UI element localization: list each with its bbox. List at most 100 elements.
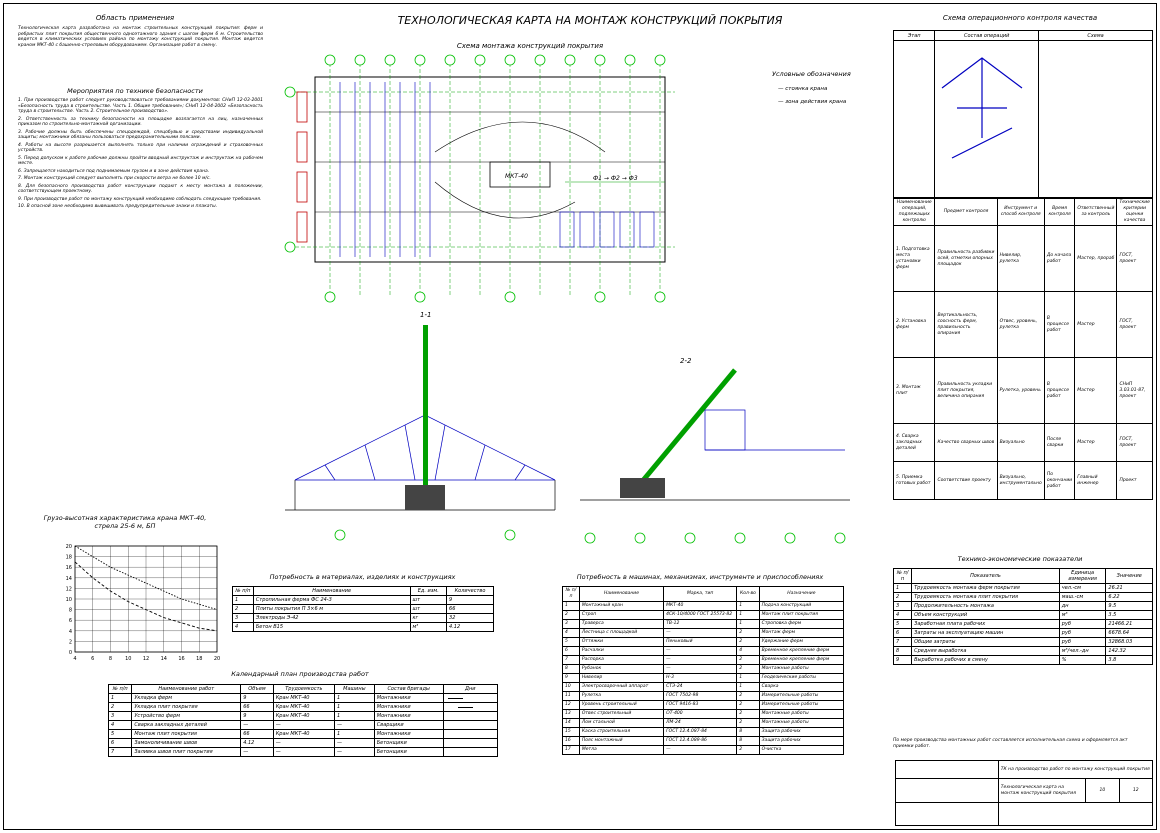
y-tick-label: 0 (69, 650, 72, 656)
col-header: Единица измерения (1058, 568, 1107, 584)
truss-node-diagram (942, 57, 1023, 159)
stamp-project: ТК на производство работ по монтажу конс… (997, 760, 1154, 779)
stamp-sheets: 12 (1118, 778, 1154, 803)
series-line (74, 545, 218, 611)
safety-heading: Мероприятия по технике безопасности (67, 87, 203, 95)
safety-item: 4. Работы на высоте разрешается выполнят… (18, 142, 263, 154)
col-header: Этап (892, 30, 936, 41)
scheme-plan: Ф1 → Ф2 → Ф3 МКТ-40 (284, 54, 675, 303)
calendar-table: № п/п Наименование работ Объем Трудоемко… (107, 684, 499, 757)
col-header: Состав операций (934, 30, 1040, 41)
safety-list: 1. При производстве работ следует руково… (18, 98, 263, 212)
x-tick-label: 12 (143, 656, 149, 662)
safety-item: 2. Ответственность за технику безопаснос… (18, 116, 263, 128)
materials-table: № п/п Наименование Ед. изм. Количество 1… (232, 586, 494, 632)
safety-item: 5. Перед допуском к работе рабочие должн… (18, 155, 263, 167)
section-1-1 (285, 325, 556, 541)
col-header: Состав бригады (373, 684, 444, 694)
legend-title: Условные обозначения (772, 70, 851, 78)
col-header: Значение (1105, 568, 1153, 584)
col-header: Наименование (578, 586, 665, 602)
y-tick-label: 14 (66, 576, 72, 582)
scheme-title: Схема монтажа конструкций покрытия (456, 42, 604, 50)
scheme-label: МКТ-40 (505, 173, 528, 180)
page-title: ТЕХНОЛОГИЧЕСКАЯ КАРТА НА МОНТАЖ КОНСТРУК… (397, 14, 783, 27)
col-header: Наименование операций, подлежащих контро… (892, 198, 936, 226)
section-2-2 (580, 368, 850, 544)
title-block: ТК на производство работ по монтажу конс… (895, 760, 1154, 826)
col-header: Наименование работ (131, 684, 242, 694)
general-heading: Область применения (95, 14, 175, 22)
col-header: Показатель (911, 568, 1060, 584)
y-tick-label: 8 (69, 608, 72, 614)
legend-item: — зона действия крана (778, 99, 847, 105)
safety-item: 1. При производстве работ следует руково… (18, 98, 263, 114)
machines-title: Потребность в машинах, механизмах, инстр… (576, 573, 824, 581)
col-header: Предмет контроля (934, 198, 998, 226)
y-tick-label: 10 (66, 597, 72, 603)
col-header: Назначение (758, 586, 845, 602)
col-header: № п/п (107, 684, 133, 694)
y-tick-label: 18 (66, 555, 72, 561)
col-header: Количество (446, 586, 494, 596)
series-line (74, 561, 218, 632)
tech-econ-title: Технико-экономические показатели (957, 555, 1083, 563)
section-1-label: 1-1 (420, 311, 432, 319)
materials-title: Потребность в материалах, изделиях и кон… (269, 573, 456, 581)
y-tick-label: 16 (66, 565, 72, 571)
stamp-sheet: 10 (1085, 778, 1120, 803)
x-tick-label: 16 (178, 656, 184, 662)
op-control-table: Наименование операций, подлежащих контро… (892, 198, 1153, 500)
col-header: Дни (442, 684, 499, 694)
col-header: Ответственный за контроль (1074, 198, 1118, 226)
safety-item: 6. Запрещается находиться под поднимаемы… (18, 168, 210, 174)
x-tick-label: 8 (109, 656, 112, 662)
x-tick-label: 18 (196, 656, 202, 662)
x-tick-label: 6 (91, 656, 94, 662)
col-header: Технические критерии оценки качества (1116, 198, 1153, 226)
x-tick-label: 20 (214, 656, 220, 662)
load-chart-title: Грузо-высотная характеристика крана МКТ-… (43, 514, 207, 530)
y-tick-label: 4 (69, 629, 72, 635)
col-header: Трудоемкость (272, 684, 335, 694)
x-tick-label: 10 (125, 656, 131, 662)
stamp-sheet-title: Технологическая карта на монтаж конструк… (997, 778, 1087, 803)
section-2-label: 2-2 (680, 357, 692, 365)
col-header: Инструмент и способ контроля (996, 198, 1045, 226)
op-control-header-table: Этап Состав операций Схема (892, 30, 1153, 198)
col-header: № п/п (562, 586, 580, 602)
calendar-title: Календарный план производства работ (231, 670, 369, 678)
footer-note: По мере производства монтажных работ сос… (893, 738, 1128, 749)
safety-item: 9. При производстве работ по монтажу кон… (18, 196, 262, 202)
